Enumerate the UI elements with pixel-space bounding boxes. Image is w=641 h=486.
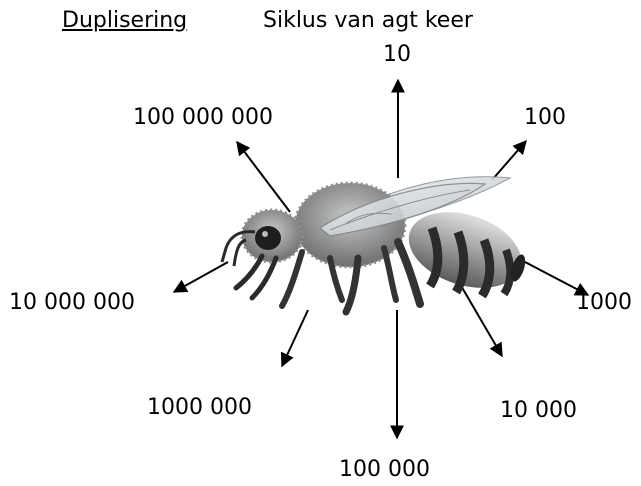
arrow-right	[525, 262, 588, 295]
arrow-down-left	[282, 310, 308, 366]
arrow-up-left	[237, 142, 290, 212]
bee-illustration	[222, 177, 531, 312]
arrow-left	[174, 262, 228, 292]
arrow-up-right	[492, 141, 526, 180]
